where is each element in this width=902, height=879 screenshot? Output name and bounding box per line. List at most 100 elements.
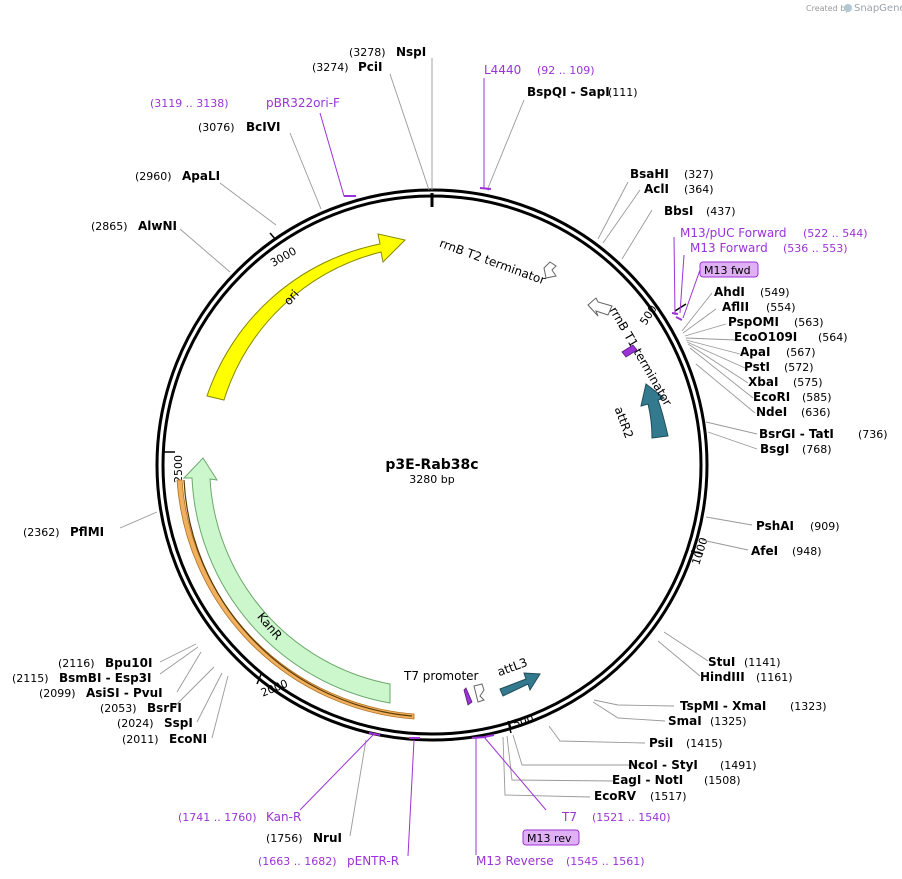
enzyme-name-ahdi[interactable]: AhdI <box>714 285 745 299</box>
primer-range-m13-forward: (536 .. 553) <box>783 242 848 255</box>
tick-label-1500: 1500 <box>505 712 536 733</box>
enzyme-name-asisi[interactable]: AsiSI - PvuI <box>86 686 163 700</box>
snapgene-brand-text: SnapGene <box>854 3 902 14</box>
enzyme-pos-econi: (2011) <box>122 733 159 746</box>
enzyme-pos-ncoi: (1491) <box>720 759 757 772</box>
enzyme-pos-xbai: (575) <box>793 376 823 389</box>
primer-range-m13-reverse: (1545 .. 1561) <box>566 855 645 868</box>
rrnb-t2-terminator-label: rrnB T2 terminator <box>438 236 548 287</box>
primer-binding-marks <box>344 187 683 739</box>
primer-name-pentr-r[interactable]: pENTR-R <box>347 854 399 868</box>
enzyme-name-ecori[interactable]: EcoRI <box>753 390 790 404</box>
t7-promoter-site-marker <box>463 687 473 706</box>
enzyme-name-aflii[interactable]: AflII <box>722 300 749 314</box>
t7-promoter-icon[interactable] <box>473 683 485 703</box>
enzyme-pos-acli: (364) <box>684 183 714 196</box>
enzyme-name-bspqi[interactable]: BspQI - SapI <box>527 85 610 99</box>
enzyme-pos-pflmi: (2362) <box>23 526 60 539</box>
enzyme-name-ecorv[interactable]: EcoRV <box>594 789 637 803</box>
enzyme-name-ecoo109i[interactable]: EcoO109I <box>734 330 797 344</box>
enzyme-name-apali[interactable]: ApaLI <box>182 169 220 183</box>
enzyme-name-bpu10i[interactable]: Bpu10I <box>105 656 152 670</box>
m13-rev-badge[interactable] <box>522 829 580 846</box>
t7-promoter-label: T7 promoter <box>403 669 479 683</box>
rrnb-t2-terminator-icon[interactable] <box>543 261 557 279</box>
primer-range-m13-puc-forward: (522 .. 544) <box>803 227 868 240</box>
attr2-feature-label: attR2 <box>612 405 636 441</box>
enzyme-name-hindiii[interactable]: HindIII <box>700 670 745 684</box>
plasmid-length: 3280 bp <box>409 473 454 486</box>
enzyme-pos-bsmbi: (2115) <box>12 672 49 685</box>
m13-fwd-badge-label: M13 fwd <box>704 264 751 277</box>
primer-name-l4440[interactable]: L4440 <box>484 63 521 77</box>
primer-name-m13-reverse[interactable]: M13 Reverse <box>476 854 554 868</box>
enzyme-pos-nrui: (1756) <box>266 832 303 845</box>
enzyme-pos-aflii: (554) <box>766 301 796 314</box>
enzyme-pos-pshai: (909) <box>810 520 840 533</box>
enzyme-name-acli[interactable]: AclI <box>644 182 669 196</box>
enzyme-pos-stui: (1141) <box>744 656 781 669</box>
enzyme-name-bsrfi[interactable]: BsrFI <box>147 701 182 715</box>
enzyme-pos-ndei: (636) <box>801 406 831 419</box>
enzyme-name-bsrgi[interactable]: BsrGI - TatI <box>759 427 834 441</box>
primer-name-pbr322ori-f[interactable]: pBR322ori-F <box>266 96 340 110</box>
attr2-feature-arrow[interactable] <box>640 383 669 439</box>
m13-fwd-badge[interactable] <box>699 261 759 278</box>
enzyme-name-ncoi[interactable]: NcoI - StyI <box>628 758 698 772</box>
enzyme-name-bbsi[interactable]: BbsI <box>664 204 693 218</box>
primer-name-m13-forward[interactable]: M13 Forward <box>690 241 768 255</box>
enzyme-pos-ahdi: (549) <box>760 286 790 299</box>
enzyme-pos-sspi: (2024) <box>117 717 154 730</box>
enzyme-name-bsgi[interactable]: BsgI <box>760 442 789 456</box>
enzyme-pos-asisi: (2099) <box>39 687 76 700</box>
enzyme-pos-ecori: (585) <box>802 391 832 404</box>
rrnb-t1-terminator-icon[interactable] <box>587 297 613 317</box>
enzyme-name-apai[interactable]: ApaI <box>740 345 770 359</box>
enzyme-pos-bsrgi: (736) <box>858 428 888 441</box>
enzyme-pos-bsahi: (327) <box>684 168 714 181</box>
primer-range-kan-r: (1741 .. 1760) <box>178 811 257 824</box>
ori-feature-arrow[interactable] <box>206 233 406 401</box>
primer-range-pentr-r: (1663 .. 1682) <box>258 855 337 868</box>
tick-mark-3000 <box>269 232 277 241</box>
enzyme-name-pspomi[interactable]: PspOMI <box>728 315 779 329</box>
enzyme-pos-afei: (948) <box>792 545 822 558</box>
enzyme-name-pshai[interactable]: PshAI <box>756 519 794 533</box>
primer-name-kan-r[interactable]: Kan-R <box>266 810 301 824</box>
enzyme-name-smai[interactable]: SmaI <box>668 714 702 728</box>
kanr-feature-arrow[interactable] <box>182 457 391 704</box>
enzyme-name-afei[interactable]: AfeI <box>751 544 778 558</box>
enzyme-pos-ecoo109i: (564) <box>818 331 848 344</box>
enzyme-name-sspi[interactable]: SspI <box>164 716 193 730</box>
enzyme-name-pcii[interactable]: PciI <box>358 60 383 74</box>
tick-mark-2000 <box>256 671 263 685</box>
enzyme-pos-alwni: (2865) <box>91 220 128 233</box>
enzyme-name-xbai[interactable]: XbaI <box>748 375 778 389</box>
created-by-text: Created by <box>806 4 850 13</box>
primer-name-t7[interactable]: T7 <box>561 810 577 824</box>
enzyme-name-stui[interactable]: StuI <box>708 655 735 669</box>
enzyme-name-tspmi[interactable]: TspMI - XmaI <box>680 699 766 713</box>
attl3-feature-arrow[interactable] <box>499 672 541 697</box>
enzyme-pos-pcii: (3274) <box>312 61 349 74</box>
enzyme-name-bsmbi[interactable]: BsmBI - Esp3I <box>59 671 151 685</box>
enzyme-name-eagi[interactable]: EagI - NotI <box>612 773 683 787</box>
enzyme-name-bcivi[interactable]: BcIVI <box>246 120 280 134</box>
primer-leader-lines <box>299 78 701 857</box>
enzyme-name-nrui[interactable]: NruI <box>313 831 342 845</box>
enzyme-pos-bsrfi: (2053) <box>100 702 137 715</box>
enzyme-name-ndei[interactable]: NdeI <box>756 405 787 419</box>
enzyme-pos-apali: (2960) <box>135 170 172 183</box>
enzyme-name-econi[interactable]: EcoNI <box>169 732 207 746</box>
enzyme-name-nspi[interactable]: NspI <box>396 45 426 59</box>
enzyme-pos-eagi: (1508) <box>704 774 741 787</box>
enzyme-name-bsahi[interactable]: BsaHI <box>630 167 669 181</box>
tick-label-2500: 2500 <box>172 455 185 483</box>
enzyme-name-pflmi[interactable]: PflMI <box>70 525 104 539</box>
enzyme-pos-hindiii: (1161) <box>756 671 793 684</box>
enzyme-pos-ecorv: (1517) <box>650 790 687 803</box>
enzyme-name-psii[interactable]: PsiI <box>649 736 673 750</box>
enzyme-name-alwni[interactable]: AlwNI <box>138 219 177 233</box>
enzyme-name-psti[interactable]: PstI <box>744 360 770 374</box>
primer-name-m13-puc-forward[interactable]: M13/pUC Forward <box>680 226 787 240</box>
